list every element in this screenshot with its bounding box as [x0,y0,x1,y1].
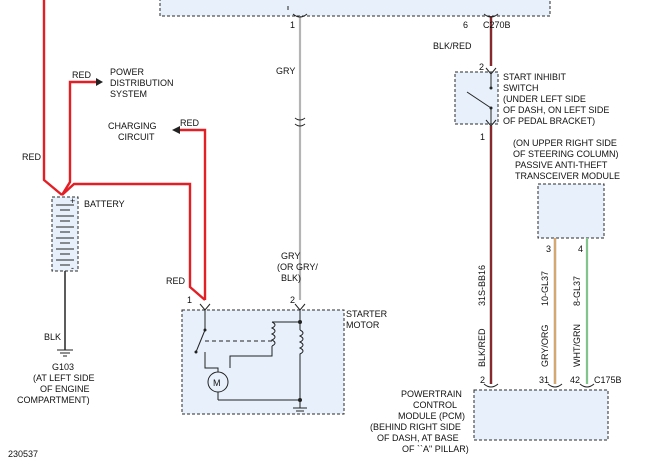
ground-label-4: COMPARTMENT) [17,395,90,405]
starter-label-1: STARTER [346,309,388,319]
circuit-label-c: 8-GL37 [572,276,582,306]
pats-label-1: (ON UPPER RIGHT SIDE [513,138,617,148]
charging-label-1: CHARGING [108,121,157,131]
ground-label-2: (AT LEFT SIDE [33,373,95,383]
top-pin1-label: 1 [290,20,295,30]
pds-label-1: POWER [110,67,145,77]
ground-label-3: OF ENGINE [40,384,90,394]
starter-motor-box [181,309,345,415]
pcm-pin31: 31 [539,375,549,385]
c270b-connector-icon [483,13,499,18]
starter-internals-icon [194,303,307,412]
starter-label-2: MOTOR [346,320,380,330]
battery-minus: - [71,263,74,273]
switch-contacts-icon [466,67,497,127]
upper-module-box [159,0,551,17]
charging-label-2: CIRCUIT [118,132,155,142]
pats-pin3: 3 [546,244,551,254]
connector-top-icon [292,13,308,18]
pcm-label-1: POWERTRAIN [401,389,462,399]
red-label-charging: RED [180,118,200,128]
arrow-pds-icon [96,78,103,86]
blk-label: BLK [44,332,61,342]
pds-label-2: DISTRIBUTION [110,78,174,88]
gry-label-lower-2: (OR GRY/ [277,262,318,272]
inhibit-label-3: (UNDER LEFT SIDE [503,94,586,104]
pats-label-3: PASSIVE ANTI-THEFT [515,160,608,170]
pcm-label-2: CONTROL [413,400,457,410]
blkred-label-top: BLK/RED [433,41,472,51]
figure-id: 230537 [8,449,38,459]
pcm-label-4: (BEHIND RIGHT SIDE [370,422,461,432]
red-label-starter: RED [166,276,186,286]
wire-color-b: GRY/ORG [540,325,550,367]
c270b-pin: 6 [463,20,468,30]
red-label-left: RED [22,152,42,162]
pcm-label-6: OF ``A" PILLAR) [402,444,469,454]
arrow-charging-icon [172,126,180,134]
red-wire-charging [180,128,207,300]
inhibit-pin1: 1 [480,132,485,142]
c175b-label: C175B [594,375,622,385]
pcm-pin42: 42 [570,375,580,385]
gry-label-lower-3: BLK) [281,273,301,283]
pcm-label-3: MODULE (PCM) [398,411,465,421]
pcm-pin2: 2 [480,375,485,385]
ground-symbol-icon [57,349,73,357]
pats-module-box [537,183,605,239]
pcm-label-5: OF DASH, AT BASE [377,433,459,443]
ground-label-1: G103 [52,362,74,372]
circuit-label-b: 10-GL37 [540,271,550,306]
inhibit-label-2: SWITCH [503,83,539,93]
gry-label-lower-1: GRY [281,251,300,261]
starter-pin1: 1 [187,295,192,305]
inhibit-pin2: 2 [479,62,484,72]
inhibit-label-1: START INHIBIT [503,72,567,82]
pcm-connector-icons [483,383,595,388]
starter-pin2: 2 [290,295,295,305]
wire-color-a: BLK/RED [477,328,487,367]
red-label-pds: RED [72,70,92,80]
c270b-label: C270B [483,20,511,30]
battery-plus: + [70,196,75,206]
pats-label-2: OF STEERING COLUMN) [513,149,619,159]
gry-label-top: GRY [276,66,295,76]
red-wire-pds [60,80,96,196]
inhibit-label-4: OF DASH, ON LEFT SIDE [503,105,609,115]
pcm-box [473,389,609,441]
battery-box [51,196,79,272]
pats-pin4: 4 [578,244,583,254]
pats-label-4: TRANSCEIVER MODULE [515,171,620,181]
pds-label-3: SYSTEM [110,89,147,99]
inhibit-label-5: OF PEDAL BRACKET) [503,116,595,126]
wire-color-c: WHT/GRN [572,324,582,367]
circuit-label-a: 31S-BB16 [477,265,487,306]
battery-label: BATTERY [84,199,125,209]
inline-connector-icon [294,117,306,127]
motor-symbol: M [213,378,221,388]
red-wire-starter [61,182,206,301]
red-wire-battery-main [42,0,63,196]
battery-cells-icon [56,204,74,266]
